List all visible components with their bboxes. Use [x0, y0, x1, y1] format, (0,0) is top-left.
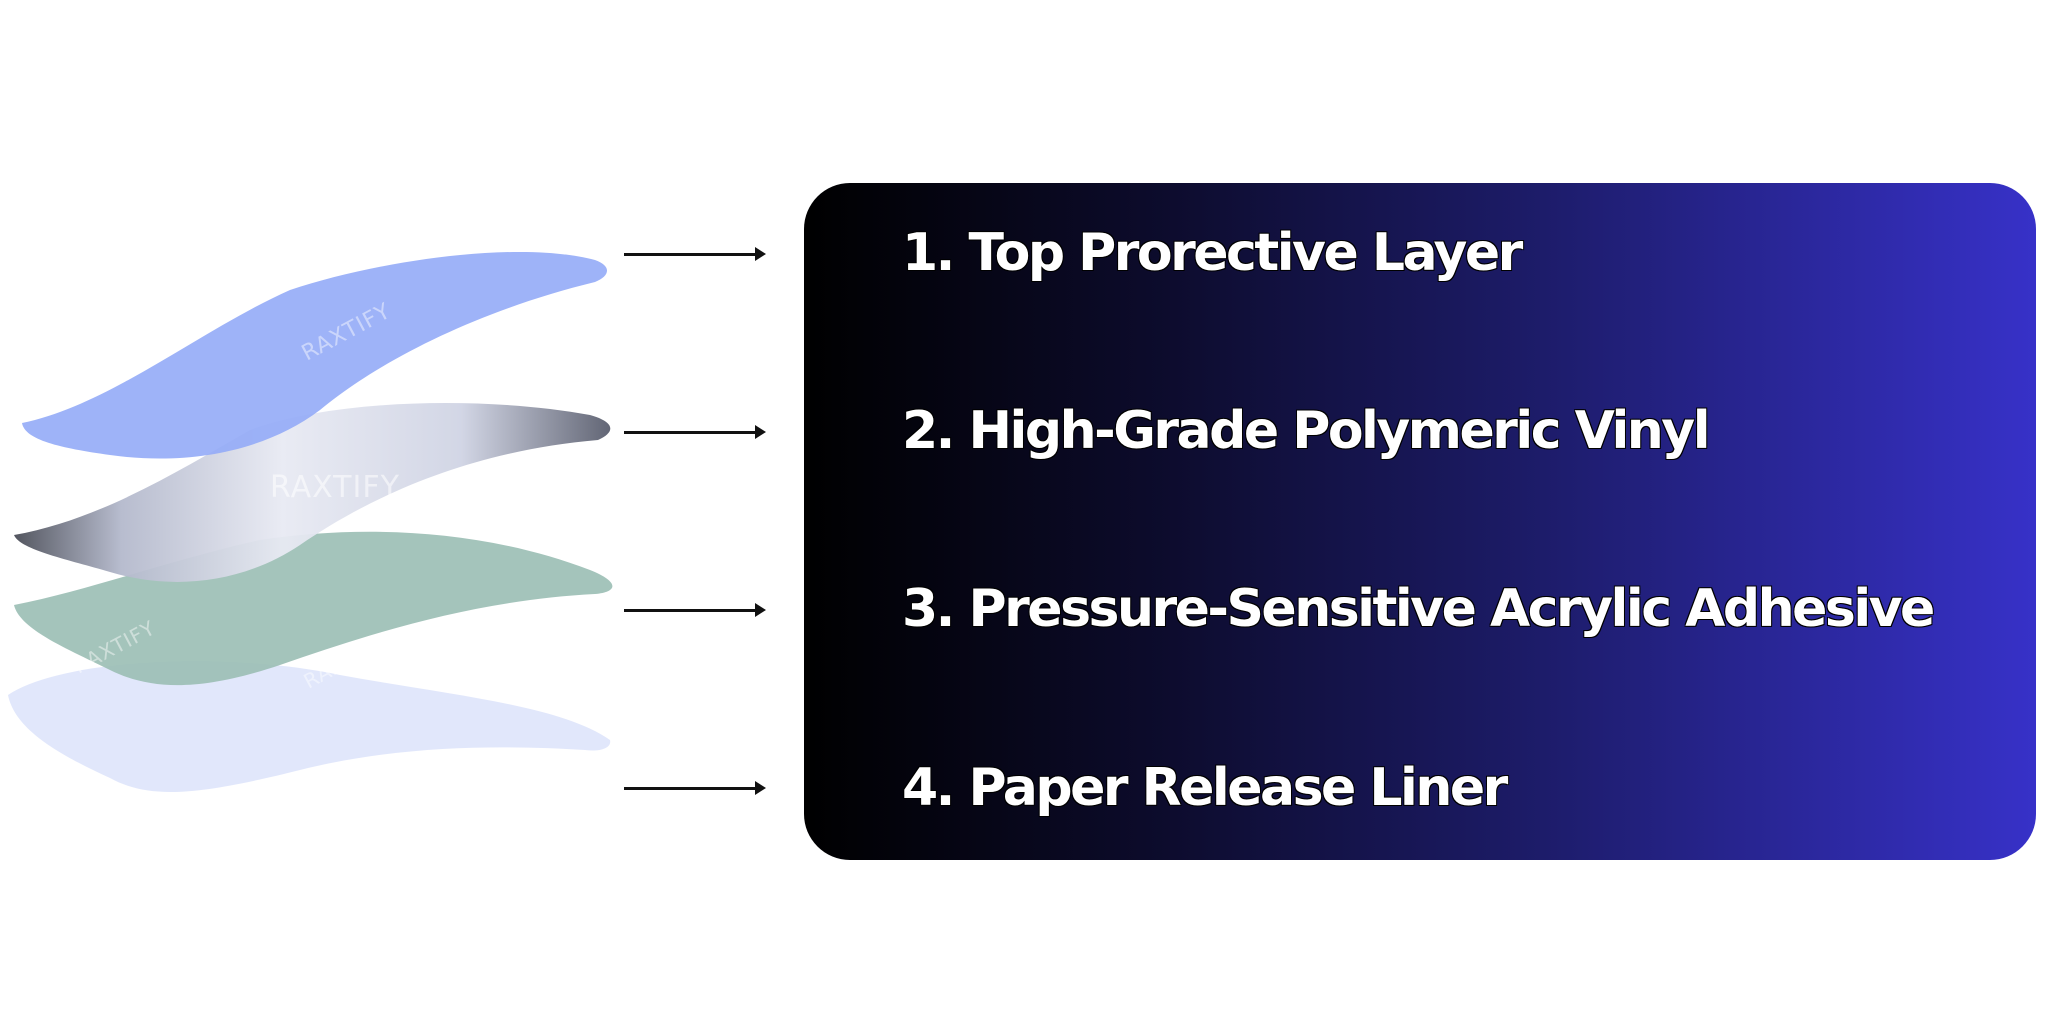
- layer-2-vinyl-shape: [14, 403, 611, 582]
- arrow-shaft: [624, 253, 758, 256]
- layer-1-label: 1. Top Prorective Layer: [902, 223, 1523, 283]
- arrow-right-icon: [624, 602, 766, 618]
- arrow-right-icon: [624, 246, 766, 262]
- layer-4-paper-liner-shape: [8, 661, 611, 792]
- arrow-shaft: [624, 431, 758, 434]
- arrow-shaft: [624, 609, 758, 612]
- layer-stack-graphic: [8, 251, 613, 792]
- layer-stack-illustration: RAXTIFY RAXTIFY RAXTIFY RAXTIFY: [0, 0, 640, 1024]
- layer-1-protective-shape: [22, 251, 608, 459]
- arrow-head: [755, 247, 766, 261]
- layer-4-label: 4. Paper Release Liner: [902, 758, 1508, 818]
- layer-labels-panel: 1. Top Prorective Layer 2. High-Grade Po…: [804, 183, 2036, 860]
- watermark-text: RAXTIFY: [270, 470, 400, 505]
- arrow-shaft: [624, 787, 758, 790]
- arrow-right-icon: [624, 424, 766, 440]
- arrow-head: [755, 603, 766, 617]
- layer-2-label: 2. High-Grade Polymeric Vinyl: [902, 401, 1711, 461]
- arrow-right-icon: [624, 780, 766, 796]
- layer-3-label: 3. Pressure-Sensitive Acrylic Adhesive: [902, 579, 1935, 639]
- arrow-head: [755, 425, 766, 439]
- arrow-head: [755, 781, 766, 795]
